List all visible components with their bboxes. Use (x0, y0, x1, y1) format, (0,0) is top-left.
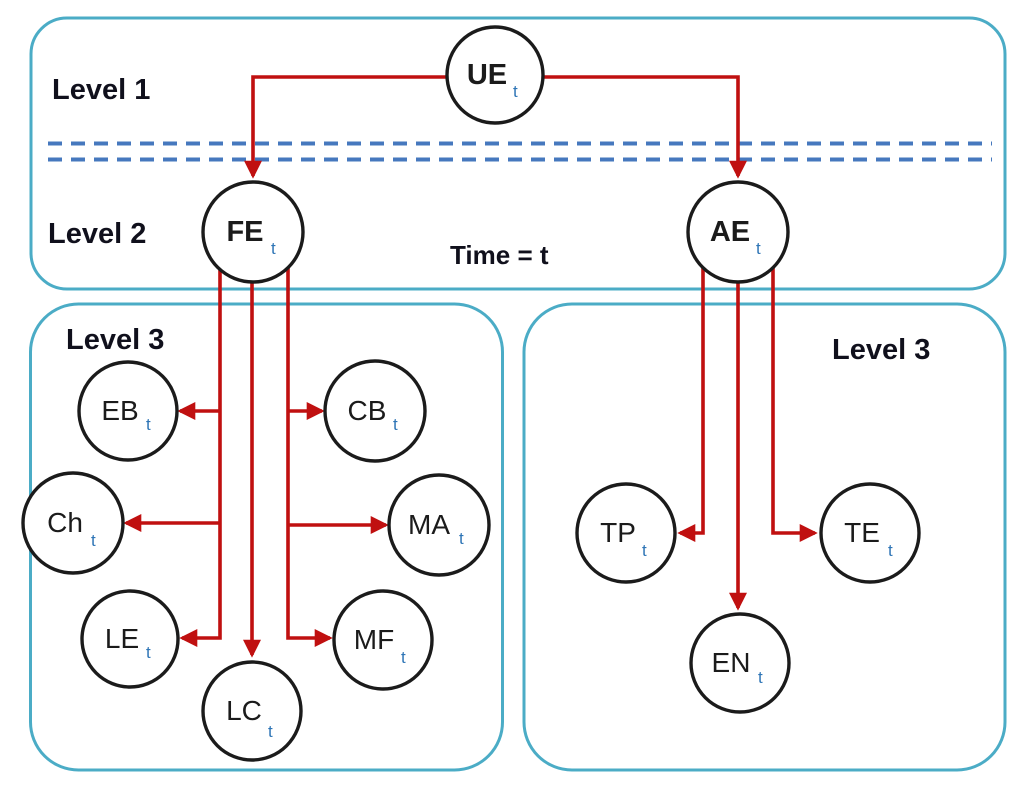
node-tp-subscript: t (642, 541, 647, 560)
edge-ae-te (771, 268, 818, 542)
node-mf-circle (332, 589, 434, 691)
node-le: LE t (80, 589, 180, 689)
node-mf-label: MF (354, 624, 394, 655)
node-en-subscript: t (758, 668, 763, 687)
edge-fe-le (179, 270, 222, 647)
node-ma-subscript: t (459, 529, 464, 548)
node-ue-subscript: t (513, 82, 518, 101)
node-ue-circle (445, 25, 545, 125)
node-ae: AE t (686, 180, 790, 284)
node-fe-circle (201, 180, 305, 284)
node-eb-subscript: t (146, 415, 151, 434)
node-en-label: EN (712, 647, 751, 678)
level2-label: Level 2 (48, 218, 146, 250)
node-ue: UE t (445, 25, 545, 125)
node-ma: MA t (387, 473, 491, 577)
node-ue-label: UE (467, 59, 507, 91)
node-en-circle (689, 612, 791, 714)
node-ae-subscript: t (756, 239, 761, 258)
level3-left-label: Level 3 (66, 324, 164, 356)
node-ae-label: AE (710, 216, 750, 248)
node-ch-circle (21, 471, 125, 575)
node-mf-subscript: t (401, 648, 406, 667)
edge-ue-fe (244, 75, 447, 179)
node-eb: EB t (77, 360, 179, 462)
level1-label: Level 1 (52, 74, 150, 106)
time-label: Time = t (450, 240, 549, 270)
node-ch-label: Ch (47, 507, 83, 538)
node-lc: LC t (201, 660, 303, 762)
node-ma-label: MA (408, 509, 450, 540)
node-lc-circle (201, 660, 303, 762)
node-ma-circle (387, 473, 491, 577)
node-ch-subscript: t (91, 531, 96, 550)
node-lc-label: LC (226, 695, 262, 726)
node-mf: MF t (332, 589, 434, 691)
node-te-label: TE (844, 517, 880, 548)
node-eb-label: EB (101, 395, 138, 426)
edge-ae-tp (677, 268, 705, 542)
node-le-subscript: t (146, 643, 151, 662)
node-tp-circle (575, 482, 677, 584)
node-le-circle (80, 589, 180, 689)
node-cb-label: CB (348, 395, 387, 426)
level3-right-label: Level 3 (832, 334, 930, 366)
node-en: EN t (689, 612, 791, 714)
node-cb-circle (323, 359, 427, 463)
node-te-subscript: t (888, 541, 893, 560)
level1-2-container-box (29, 16, 1007, 291)
node-cb: CB t (323, 359, 427, 463)
node-fe-label: FE (226, 216, 263, 248)
node-te-circle (819, 482, 921, 584)
node-te: TE t (819, 482, 921, 584)
node-fe: FE t (201, 180, 305, 284)
node-fe-subscript: t (271, 239, 276, 258)
edge-ue-ae (543, 75, 747, 179)
edge-fe-mf (286, 268, 333, 647)
node-ae-circle (686, 180, 790, 284)
node-tp: TP t (575, 482, 677, 584)
node-cb-subscript: t (393, 415, 398, 434)
node-tp-label: TP (600, 517, 636, 548)
level3-right-container-box (522, 302, 1007, 772)
node-le-label: LE (105, 623, 139, 654)
node-ch: Ch t (21, 471, 125, 575)
node-lc-subscript: t (268, 722, 273, 741)
node-eb-circle (77, 360, 179, 462)
